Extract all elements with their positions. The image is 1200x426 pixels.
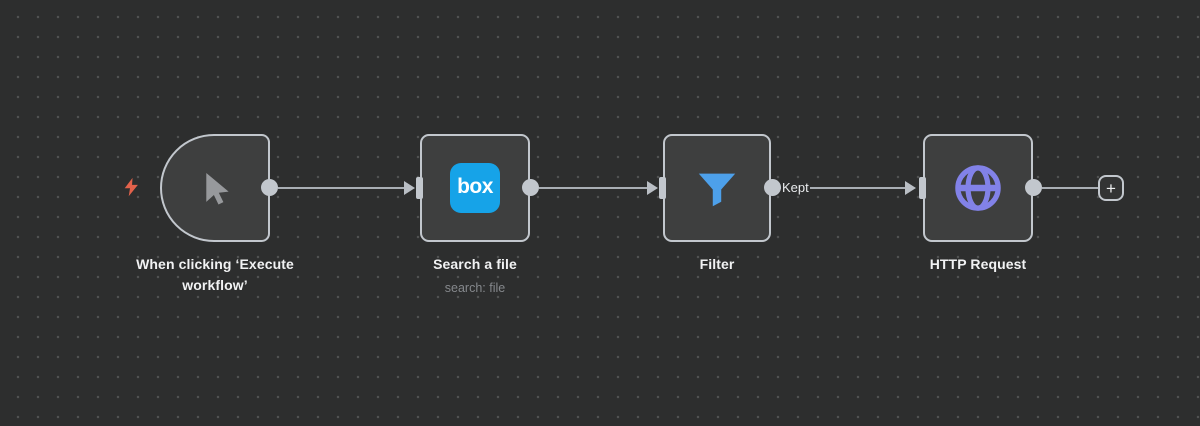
globe-icon xyxy=(955,165,1001,211)
arrowhead-icon xyxy=(905,181,916,195)
lightning-bolt-icon xyxy=(124,177,138,197)
output-port-trigger[interactable] xyxy=(261,179,278,196)
node-filter[interactable] xyxy=(663,134,771,242)
node-http-request[interactable] xyxy=(923,134,1033,242)
node-box-search-a-file[interactable]: box xyxy=(420,134,530,242)
arrowhead-icon xyxy=(404,181,415,195)
cursor-icon xyxy=(206,172,229,205)
input-port-http[interactable] xyxy=(919,177,926,199)
connection-output-label: Kept xyxy=(781,180,810,196)
box-logo-icon: box xyxy=(450,163,500,213)
node-manual-trigger[interactable] xyxy=(160,134,270,242)
node-label-filter: Filter xyxy=(699,256,735,272)
connection-filter-to-http[interactable] xyxy=(779,187,908,189)
input-port-box[interactable] xyxy=(416,177,423,199)
output-port-http[interactable] xyxy=(1025,179,1042,196)
node-label-box: Search a file xyxy=(433,256,517,272)
node-label-trigger: When clicking ‘Execute workflow’ xyxy=(136,256,294,293)
add-node-button[interactable]: + xyxy=(1098,175,1124,201)
connection-trigger-to-box[interactable] xyxy=(278,187,408,189)
input-port-filter[interactable] xyxy=(659,177,666,199)
connection-box-to-filter[interactable] xyxy=(539,187,651,189)
funnel-icon xyxy=(698,173,736,207)
output-port-filter[interactable] xyxy=(764,179,781,196)
output-port-box[interactable] xyxy=(522,179,539,196)
connection-http-to-add[interactable] xyxy=(1042,187,1100,189)
node-sublabel-box: search: file xyxy=(444,281,506,295)
arrowhead-icon xyxy=(647,181,658,195)
node-label-http: HTTP Request xyxy=(929,256,1027,272)
